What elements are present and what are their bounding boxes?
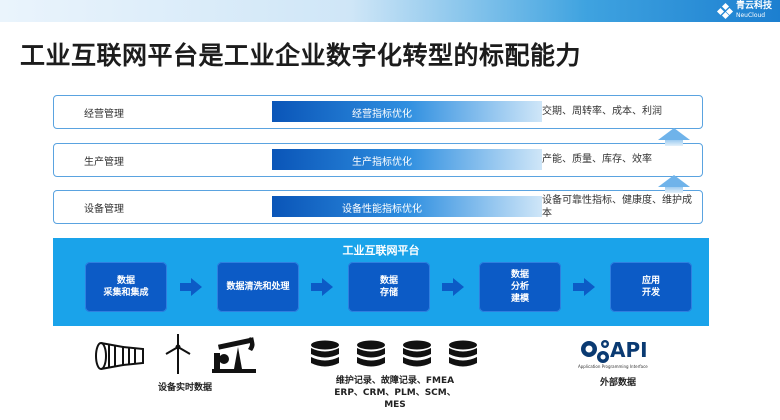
layer-band: 设备性能指标优化 [272,196,542,217]
external-data-caption: 外部数据 [599,378,636,388]
layer-band: 经营指标优化 [272,101,542,122]
step-label: 应用 开发 [641,276,660,298]
device-data-caption: 设备实时数据 [157,383,212,393]
wind-turbine-icon [165,334,191,374]
database-icon [449,340,477,367]
layer-business: 经营管理 经营指标优化 交期、周转率、成本、利润 [53,95,703,129]
platform-panel: 工业互联网平台 数据 采集和集成 数据清洗和处理 数据 存储 数据 分析 建模 … [53,238,709,326]
platform-title: 工业互联网平台 [342,244,420,257]
engine-icon [95,342,144,370]
step-store: 数据 存储 [348,262,430,312]
database-icon [357,340,385,367]
layer-production: 生产管理 生产指标优化 产能、质量、库存、效率 [53,143,703,177]
layer-label: 经营管理 [84,109,124,120]
brand-logo-icon [716,2,734,20]
database-caption-line: 维护记录、故障记录、FMEA [335,376,455,386]
layer-band-text: 设备性能指标优化 [342,204,422,215]
layer-label: 设备管理 [84,204,124,215]
step-label: 数据清洗和处理 [226,282,290,292]
up-arrow-icon [658,128,690,140]
layer-output: 设备可靠性指标、健康度、维护成本 [542,195,692,219]
api-label: API [610,338,648,362]
api-logo: API Application Programming Interface [578,338,658,370]
layer-band-text: 生产指标优化 [352,157,412,168]
oil-pump-icon [212,337,256,373]
up-arrow-stem [665,140,683,146]
brand-name: 青云科技 [735,1,772,11]
step-label: 数据 存储 [379,276,398,298]
right-arrow-icon [442,278,464,296]
layer-band: 生产指标优化 [272,149,542,170]
layer-band-text: 经营指标优化 [352,109,412,120]
gears-icon [581,340,609,363]
database-icon [311,340,339,367]
brand-name-en: NeuCloud [735,12,766,19]
database-icon [403,340,431,367]
database-caption: 维护记录、故障记录、FMEA ERP、CRM、PLM、SCM、 MES [300,375,490,411]
step-clean: 数据清洗和处理 [217,262,299,312]
step-label: 数据 分析 建模 [510,270,529,304]
layer-equipment: 设备管理 设备性能指标优化 设备可靠性指标、健康度、维护成本 [53,190,703,224]
right-arrow-icon [311,278,333,296]
right-arrow-icon [180,278,202,296]
layer-output: 交期、周转率、成本、利润 [542,106,662,117]
step-label: 数据 采集和集成 [103,276,149,298]
page-title: 工业互联网平台是工业企业数字化转型的标配能力 [20,41,582,70]
up-arrow-icon [658,175,690,187]
up-arrow-stem [665,187,683,193]
api-subtitle: Application Programming Interface [578,364,648,369]
right-arrow-icon [573,278,595,296]
layer-output: 产能、质量、库存、效率 [542,154,652,165]
database-caption-line: MES [384,400,406,410]
layer-label: 生产管理 [84,157,124,168]
top-banner: 青云科技 NeuCloud [0,0,780,22]
database-caption-line: ERP、CRM、PLM、SCM、 [334,388,456,398]
step-analyze: 数据 分析 建模 [479,262,561,312]
step-app: 应用 开发 [610,262,692,312]
step-collect: 数据 采集和集成 [85,262,167,312]
brand-logo: 青云科技 NeuCloud [716,1,772,20]
